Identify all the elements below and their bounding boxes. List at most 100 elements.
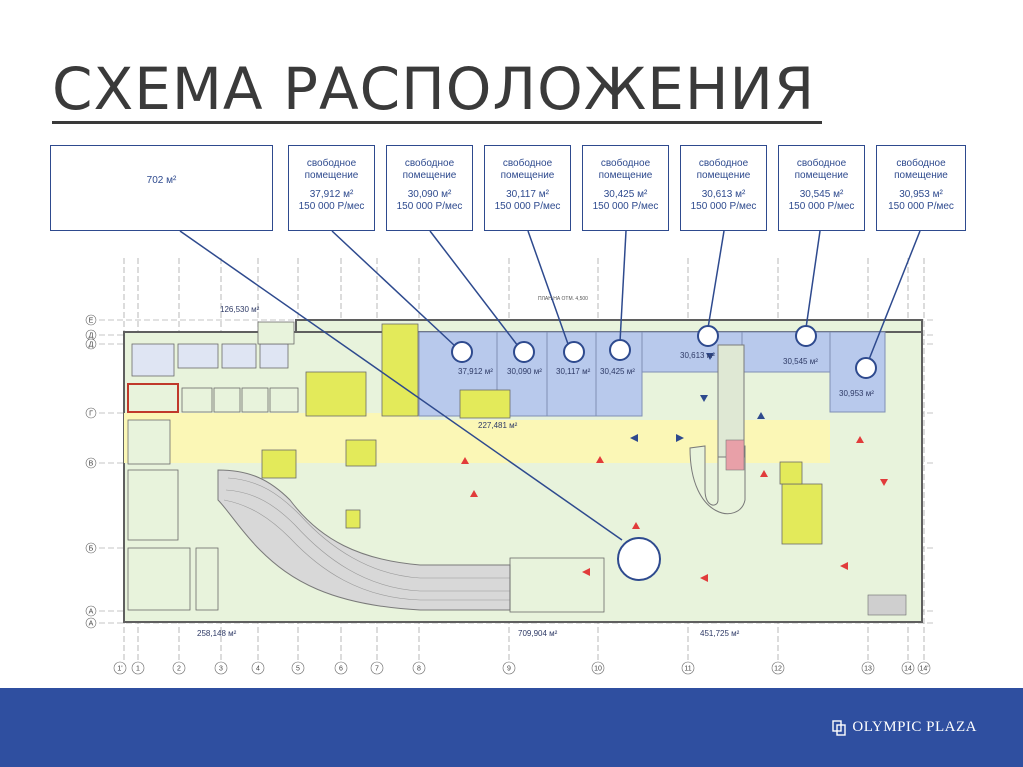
svg-text:6: 6 — [339, 666, 343, 673]
card-price: 150 000 Р/мес — [494, 201, 561, 212]
svg-text:8: 8 — [417, 666, 421, 673]
plan-area-labels: 126,530 м² 227,481 м² 258,148 м² 709,904… — [197, 305, 874, 638]
area-label-a5: 451,725 м² — [700, 629, 740, 638]
card-area: 30,613 м² — [701, 189, 746, 200]
card-area: 702 м² — [146, 175, 177, 186]
left-rooms — [131, 321, 295, 377]
card-price: 150 000 Р/мес — [298, 201, 365, 212]
card-line1: свободное — [796, 158, 847, 169]
card-area: 30,953 м² — [899, 189, 943, 200]
title-underline — [52, 121, 822, 124]
card-line1: свободное — [306, 158, 357, 169]
marker-unit-6 — [795, 325, 817, 347]
corner-room — [867, 594, 907, 616]
card-line2: помещение — [598, 170, 653, 181]
card-line2: помещение — [894, 170, 948, 181]
unit-card-4[interactable]: свободное помещение 30,425 м² 150 000 Р/… — [582, 145, 669, 231]
unit-card-7[interactable]: свободное помещение 30,953 м² 150 000 Р/… — [876, 145, 966, 231]
svg-text:А: А — [89, 609, 94, 616]
service-rooms — [127, 387, 299, 611]
svg-text:10: 10 — [594, 666, 602, 673]
leader-lines — [179, 230, 921, 541]
card-line2: помещение — [304, 170, 359, 181]
flow-arrows — [630, 353, 765, 442]
marker-unit-7 — [855, 357, 877, 379]
svg-text:3: 3 — [219, 666, 223, 673]
card-line2: помещение — [402, 170, 457, 181]
area-label-a3: 258,148 м² — [197, 629, 237, 638]
unit-card-3[interactable]: свободное помещение 30,117 м² 150 000 Р/… — [484, 145, 571, 231]
shaft — [725, 439, 745, 471]
card-line1: свободное — [698, 158, 749, 169]
card-area: 30,117 м² — [506, 189, 549, 200]
svg-text:12: 12 — [774, 666, 782, 673]
svg-text:14': 14' — [919, 666, 928, 673]
card-line1: свободное — [404, 158, 455, 169]
floor-plan: 126,530 м² 227,481 м² 258,148 м² 709,904… — [85, 230, 935, 675]
svg-text:7: 7 — [375, 666, 379, 673]
area-label-u3: 30,117 м² — [556, 367, 591, 376]
svg-text:Д: Д — [89, 333, 94, 340]
card-line1: свободное — [896, 158, 946, 169]
svg-text:13: 13 — [864, 666, 872, 673]
svg-text:1': 1' — [117, 666, 122, 673]
svg-text:4: 4 — [256, 666, 260, 673]
footer-bar: OLYMPIC PLAZA — [0, 688, 1023, 767]
lower-room — [509, 557, 605, 613]
area-label-u7: 30,953 м² — [839, 389, 874, 398]
unit-card-5[interactable]: свободное помещение 30,613 м² 150 000 Р/… — [680, 145, 767, 231]
marker-unit-1 — [451, 341, 473, 363]
page-title: СХЕМА РАСПОЛОЖЕНИЯ — [52, 55, 816, 123]
unit-card-1[interactable]: свободное помещение 37,912 м² 150 000 Р/… — [288, 145, 375, 231]
stair-cores — [261, 323, 823, 545]
card-line1: свободное — [600, 158, 651, 169]
card-price: 150 000 Р/мес — [888, 201, 954, 212]
area-label-a4: 709,904 м² — [518, 629, 558, 638]
marker-unit-5 — [697, 325, 719, 347]
svg-text:Б: Б — [89, 546, 94, 553]
area-label-u5: 30,613 м² — [680, 351, 715, 360]
svg-text:Е: Е — [89, 318, 94, 325]
svg-text:1: 1 — [136, 666, 140, 673]
brand-logo[interactable]: OLYMPIC PLAZA — [832, 719, 977, 736]
svg-text:11: 11 — [684, 666, 691, 673]
unit-markers[interactable] — [451, 325, 877, 581]
svg-text:Г: Г — [89, 411, 93, 418]
card-price: 150 000 Р/мес — [592, 201, 659, 212]
brand-mark-icon — [832, 719, 847, 736]
marker-unit-702 — [617, 537, 661, 581]
marker-unit-3 — [563, 341, 585, 363]
card-price: 150 000 Р/мес — [396, 201, 463, 212]
unit-card-702[interactable]: 702 м² — [50, 145, 273, 231]
unit-card-2[interactable]: свободное помещение 30,090 м² 150 000 Р/… — [386, 145, 473, 231]
card-line2: помещение — [696, 170, 751, 181]
card-area: 37,912 м² — [309, 189, 354, 200]
card-area: 30,425 м² — [603, 189, 648, 200]
marker-unit-4 — [609, 339, 631, 361]
card-line2: помещение — [794, 170, 849, 181]
svg-text:Д: Д — [89, 342, 94, 349]
area-label-a2: 227,481 м² — [478, 421, 518, 430]
svg-text:2: 2 — [177, 666, 181, 673]
card-price: 150 000 Р/мес — [690, 201, 757, 212]
row-labels: Е Д Д Г В Б А А — [85, 314, 97, 629]
area-label-u4: 30,425 м² — [600, 367, 635, 376]
building-top-edge — [295, 319, 923, 333]
evac-arrows — [461, 436, 888, 582]
brand-name: OLYMPIC PLAZA — [852, 719, 977, 735]
svg-text:А: А — [89, 621, 94, 628]
plan-note: ПЛАН НА ОТМ. 4,500 — [538, 296, 588, 302]
escalator-steps — [223, 477, 510, 601]
card-line1: свободное — [502, 158, 553, 169]
unit-card-6[interactable]: свободное помещение 30,545 м² 150 000 Р/… — [778, 145, 865, 231]
area-label-u1: 37,912 м² — [458, 367, 493, 376]
area-label-u2: 30,090 м² — [507, 367, 542, 376]
area-label-u6: 30,545 м² — [783, 357, 818, 366]
card-line2: помещение — [500, 170, 555, 181]
area-label-a1: 126,530 м² — [220, 305, 260, 314]
svg-text:5: 5 — [296, 666, 300, 673]
column-labels: 1' 1 2 3 4 5 6 7 8 9 10 11 12 13 14 14' — [113, 661, 931, 675]
card-price: 150 000 Р/мес — [788, 201, 855, 212]
svg-text:В: В — [89, 461, 94, 468]
marker-unit-2 — [513, 341, 535, 363]
